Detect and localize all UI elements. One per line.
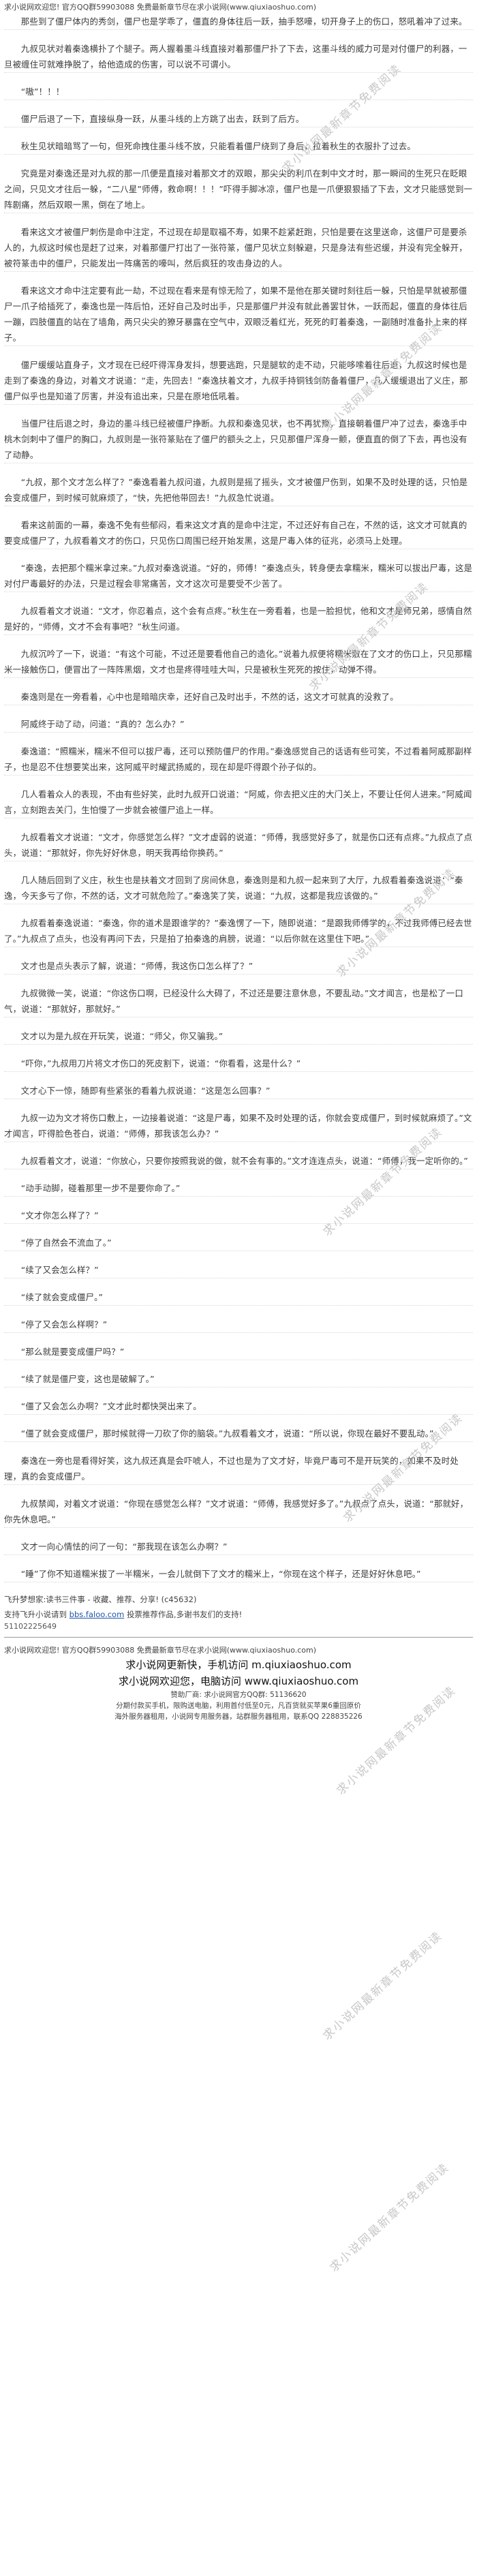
paragraph: 几人随后回到了义庄，秋生也是扶着文才回到了房间休息，秦逸则是和九叔一起来到了大厅… — [4, 872, 473, 904]
paragraph: 九叔看着秦逸说道：“秦逸，你的道术是跟谁学的？”秦逸愣了一下，随即说道：“是跟我… — [4, 915, 473, 947]
paragraph: 文才一向心情怯的问了一句：“那我现在该怎么办啊？” — [4, 1539, 473, 1555]
paragraph: 看来这前面的一幕，秦逸不免有些郁闷，看来这文才真的是命中注定，不过还好有自己在，… — [4, 517, 473, 549]
top-notice: 求小说网欢迎您! 官方QQ群59903088 免费最新章节尽在求小说网(www.… — [4, 3, 317, 12]
support-vote-line: 支持飞升小说请到 bbs.faloo.com 投票推荐作品,多谢书友们的支持! — [4, 1608, 473, 1621]
footer-notice: 求小说网欢迎您! 官方QQ群59903088 免费最新章节尽在求小说网(www.… — [4, 1646, 317, 1655]
watermark: 求小说网最新章节免费阅读 — [327, 2160, 452, 2275]
support-vote-prefix: 支持飞升小说请到 — [4, 1610, 67, 1619]
paragraph: 僵尸缓缓站直身子，文才现在已经吓得浑身发抖，想要逃跑，只是腿软的走不动，只能哆嗦… — [4, 357, 473, 405]
footer-ad-server: 海外服务器租用，小说网专用服务器，站群服务器租用，联系QQ 228835226 — [114, 1713, 363, 1721]
paragraph: 九叔禁闻，对着文才说道：“你现在感觉怎么样？”文才说道：“师傅，我感觉好多了。”… — [4, 1496, 473, 1528]
paragraph: 阿威终于动了动，问道：“真的？怎么办？” — [4, 716, 473, 733]
paragraph: 九叔一边为文才将伤口敷上，一边接着说道：“这是尸毒，如果不及时处理的话，你就会变… — [4, 1110, 473, 1142]
paragraph: 文才以为是九叔在开玩笑，说道：“师父，你又骗我。” — [4, 1028, 473, 1045]
paragraph: 九叔沉吟了一下，说道：“有这个可能，不过还是要看他自己的造化。”说着九叔便将糯米… — [4, 646, 473, 678]
paragraph: 九叔看着文才，说道：“你放心，只要你按照我说的做，就不会有事的。”文才连连点头，… — [4, 1153, 473, 1169]
paragraph: “续了就会变成僵尸。” — [4, 1289, 473, 1306]
paragraph: “停了自然会不流血了。” — [4, 1235, 473, 1251]
paragraph: 秦逸在一旁也是看得好笑，这九叔还真是会吓唬人，不过也是为了文才好，毕竟尸毒可不是… — [4, 1453, 473, 1485]
paragraph: “僵了又会怎么办啊？”文才此时都快哭出来了。 — [4, 1398, 473, 1415]
paragraph: “文才你怎么样了？” — [4, 1208, 473, 1224]
footer-promo-mobile[interactable]: 求小说网更新快，手机访问 m.qiuxiaoshuo.com — [125, 1659, 352, 1671]
paragraph: “嗷”！！！ — [4, 84, 473, 100]
footer-promo-desktop[interactable]: 求小说网欢迎您，电脑访问 www.qiuxiaoshuo.com — [118, 1675, 359, 1687]
paragraph: 看来这文才命中注定要有此一劫，不过现在看来是有惊无险了，如果不是他在那关键时刻往… — [4, 283, 473, 346]
paragraph: 秦逸道：“照糯米，糯米不但可以拔尸毒，还可以预防僵尸的作用。”秦逸感觉自己的话语… — [4, 743, 473, 776]
paragraph: “僵了就会变成僵尸，那时候就得一刀砍了你的脑袋。”九叔看着文才，说道：“所以说，… — [4, 1426, 473, 1442]
footer: 求小说网欢迎您! 官方QQ群59903088 免费最新章节尽在求小说网(www.… — [4, 1642, 473, 1722]
chapter-number: 51102225649 — [4, 1622, 57, 1631]
footer-sponsor: 赞助厂商: 求小说网官方QQ群: 51136620 — [170, 1691, 307, 1699]
paragraph: 九叔看着文才说道：“文才，你忍着点，这个会有点疼。”秋生在一旁看着，也是一脸担忧… — [4, 603, 473, 635]
paragraph: 九叔看着文才说道：“文才，你感觉怎么样？”文才虚弱的说道：“师傅，我感觉好多了，… — [4, 829, 473, 861]
paragraph: “秦逸，去把那个糯米拿过来。”九叔对秦逸说道。“好的，师傅！”秦逸点头，转身便去… — [4, 560, 473, 592]
article-body: 那些到了僵尸体内的秀剑，僵尸也是学乖了，僵直的身体往后一跃，抽手怒嚎，切开身子上… — [4, 14, 473, 2275]
faloo-link[interactable]: bbs.faloo.com — [69, 1610, 125, 1619]
paragraph: “动手动脚，碰着那里一步不是要你命了。” — [4, 1180, 473, 1197]
support-prefix: 飞升梦想家:读书三件事 - 收藏、推荐、分享! — [4, 1595, 159, 1604]
paragraph: 当僵尸往后退之时，身边的墨斗线已经被僵尸挣断。九叔和秦逸见状，也不再犹豫，直接朝… — [4, 416, 473, 463]
paragraph: 秦逸则是在一旁看着，心中也是暗暗庆幸，还好自己及时出手，不然的话，这文才可就真的… — [4, 689, 473, 705]
paragraph: “续了就是僵尸变，这也是破解了。” — [4, 1371, 473, 1387]
support-vote-suffix: 投票推荐作品,多谢书友们的支持! — [126, 1610, 243, 1619]
paragraph: 那些到了僵尸体内的秀剑，僵尸也是学乖了，僵直的身体往后一跃，抽手怒嚎，切开身子上… — [4, 14, 473, 30]
support-line: 飞升梦想家:读书三件事 - 收藏、推荐、分享! (c45632) — [4, 1593, 473, 1606]
paragraph: “停了又会怎么样啊？” — [4, 1317, 473, 1333]
footer-ad-phone: 分期付款买手机，限购送电脑，利用首付低至0元，凡百货就买苹果6重回原价 — [116, 1702, 361, 1710]
divider — [4, 1637, 473, 1638]
paragraph: 僵尸后退了一下，直接纵身一跃，从墨斗线的上方跳了出去，跃到了后方。 — [4, 111, 473, 127]
paragraph: 究竟是对秦逸还是对九叔的那一爪便是直接对着那文才的双眼，那尖尖的利爪在刺中文才时… — [4, 166, 473, 213]
paragraph: 看来这文才被僵尸刺伤是命中注定，不过现在却是取福不寿，如果不趁紧赶跑，只怕是要在… — [4, 224, 473, 272]
watermark: 求小说网最新章节免费阅读 — [320, 1929, 446, 2044]
paragraph: “吓你，”九叔用刀片将文才伤口的死皮割下，说道：“你看看，这是什么？” — [4, 1056, 473, 1072]
paragraph: 几人看着众人的表现，不由有些好笑，此时九叔开口说道：“阿威，你去把义庄的大门关上… — [4, 786, 473, 818]
paragraph: 文才心下一惊，随即有些紧张的看着九叔说道：“这是怎么回事？” — [4, 1083, 473, 1099]
paragraph: 文才也是点头表示了解，说道：“师傅，我这伤口怎么样了？” — [4, 958, 473, 975]
paragraph: “睡”了你不知道糯米拔了一半糯米，一会儿就倒下了文才的糯米上，“你现在这个样子，… — [4, 1566, 473, 1582]
paragraph: 秋生见状暗暗骂了一句，但死命拽住墨斗线不放，只能看着僵尸绕到了身后，拉着秋生的衣… — [4, 138, 473, 155]
paragraph: 九叔见状对着秦逸横扑了个腿子。两人握着墨斗线直接对着那僵尸扑了下去，这墨斗线的威… — [4, 41, 473, 73]
paragraph: “九叔，那个文才怎么样了？”秦逸看着九叔问道，九叔则是摇了摇头，文才被僵尸伤到，… — [4, 474, 473, 506]
support-code: (c45632) — [161, 1595, 197, 1604]
paragraph: 九叔微微一笑，说道：“你这伤口啊，已经没什么大碍了，不过还是要注意休息，不要乱动… — [4, 985, 473, 1017]
paragraph: “那么就是要变成僵尸吗？” — [4, 1344, 473, 1360]
paragraph: “续了又会怎么样？” — [4, 1262, 473, 1278]
